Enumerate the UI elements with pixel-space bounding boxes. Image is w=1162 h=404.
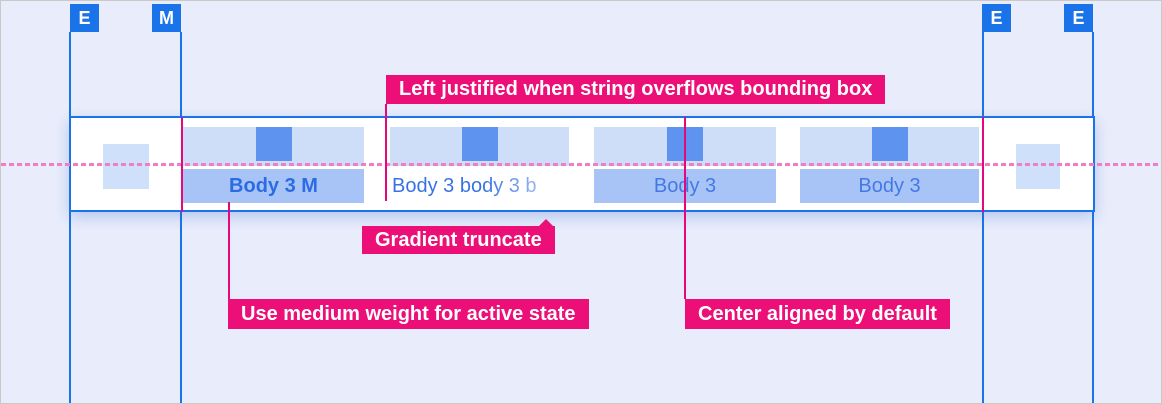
guide-line-edge-left xyxy=(69,32,71,403)
tab-label: Body 3 body 3 b xyxy=(390,169,569,203)
margin-chip-e-right: E xyxy=(1064,4,1093,32)
tab-label: Body 3 xyxy=(800,169,979,203)
guide-line-edge-right xyxy=(1092,32,1094,403)
edge-spacer-square-left xyxy=(103,144,149,189)
tab-icon-placeholder xyxy=(871,127,908,161)
guide-line-edge-right-inner xyxy=(982,32,984,403)
tab-item-active[interactable]: Body 3 M xyxy=(183,127,364,203)
tab-item-default[interactable]: Body 3 xyxy=(800,127,979,203)
leader-line-medium-weight xyxy=(228,202,230,299)
margin-chip-e-left: E xyxy=(70,4,99,32)
margin-overlay-line-right xyxy=(982,117,984,212)
margin-chip-m: M xyxy=(152,4,181,32)
margin-overlay-line-left xyxy=(181,117,183,212)
tab-icon-placeholder xyxy=(255,127,292,161)
margin-chip-e-right-inner: E xyxy=(982,4,1011,32)
tab-icon-placeholder xyxy=(461,127,498,161)
edge-spacer-square-right xyxy=(1016,144,1060,189)
annotation-left-justified: Left justified when string overflows bou… xyxy=(386,75,886,104)
tab-item-overflow[interactable]: Body 3 body 3 b xyxy=(390,127,569,203)
annotation-gradient-truncate-label: Gradient truncate xyxy=(375,229,542,251)
center-baseline-dashed-line xyxy=(1,163,1161,166)
leader-line-center-aligned xyxy=(684,117,686,299)
tab-label: Body 3 M xyxy=(183,169,364,203)
guide-line-margin-left xyxy=(180,32,182,403)
callout-pointer-triangle-icon xyxy=(537,219,554,227)
annotation-gradient-truncate: Gradient truncate xyxy=(362,219,555,254)
annotation-center-aligned: Center aligned by default xyxy=(685,299,950,329)
leader-line-left-justified xyxy=(385,104,387,201)
annotation-medium-weight: Use medium weight for active state xyxy=(228,299,589,329)
